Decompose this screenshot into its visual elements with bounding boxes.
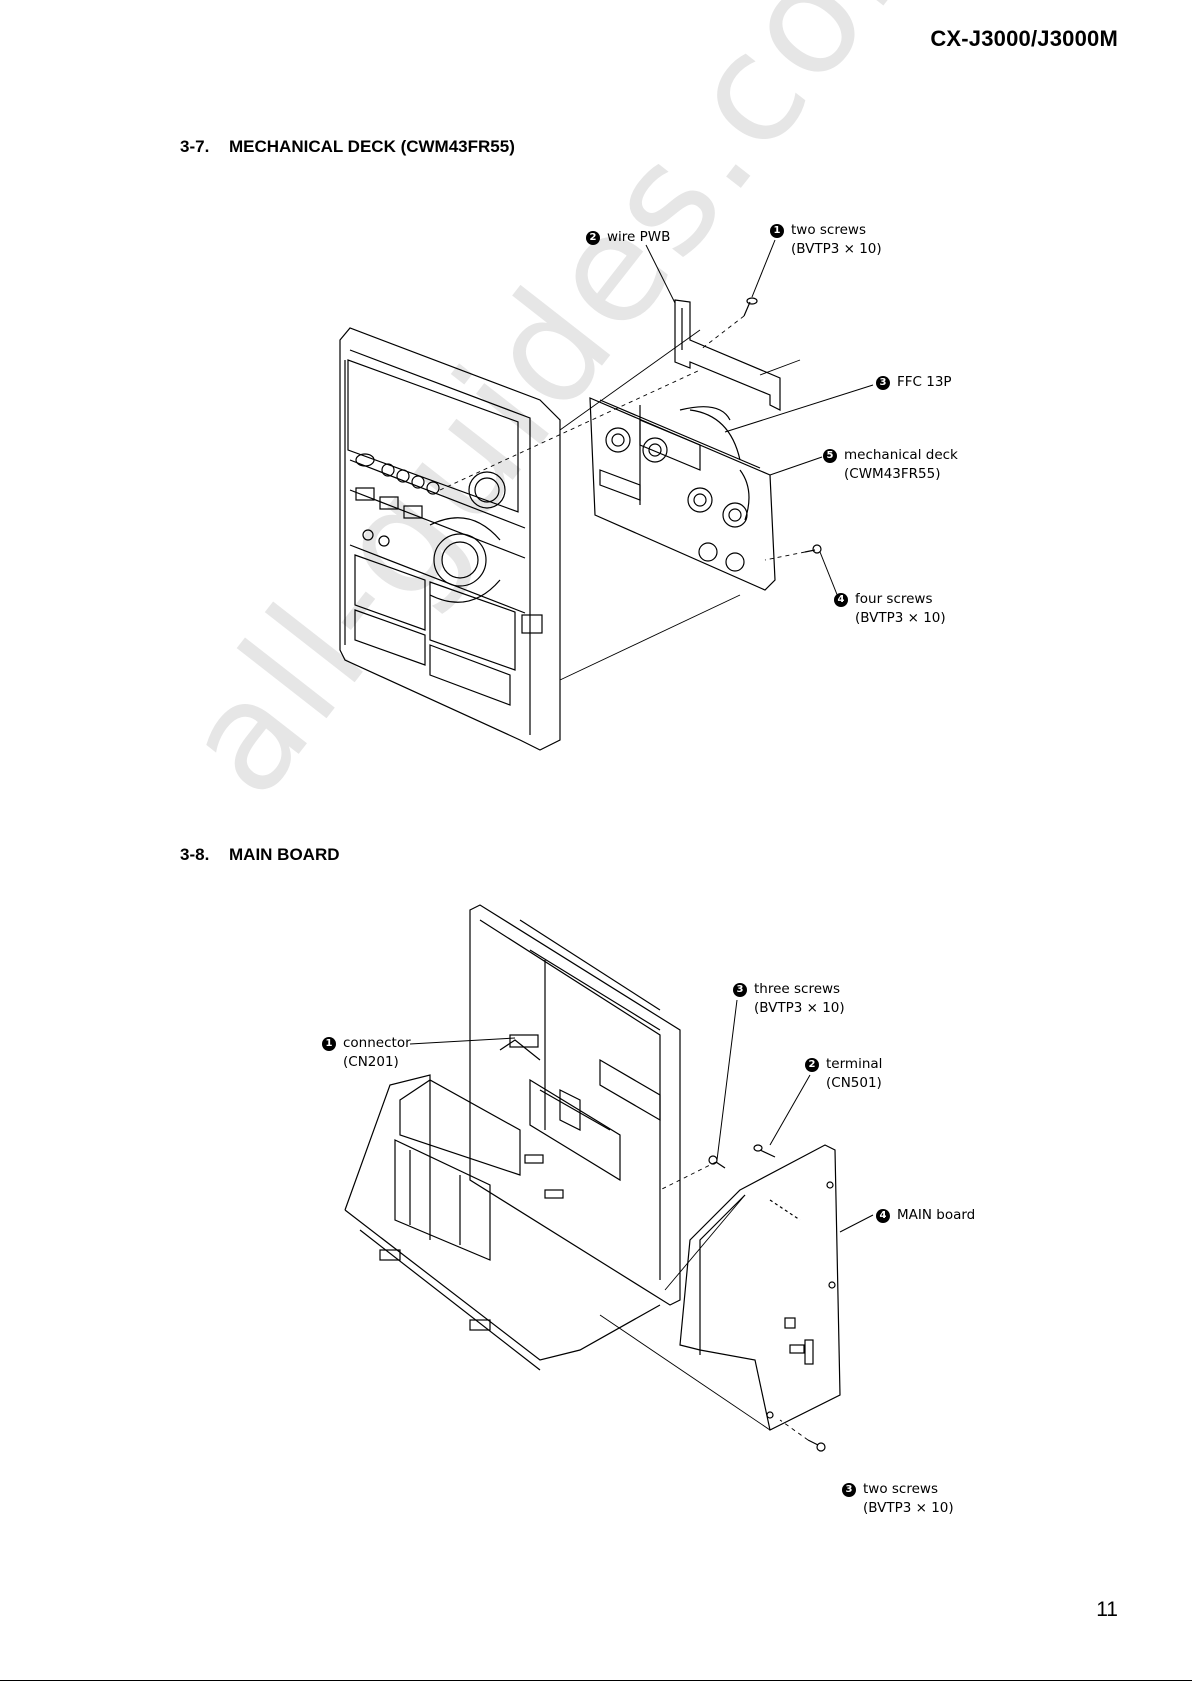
- callout-number: 1: [322, 1037, 336, 1051]
- callout-label: three screws: [754, 981, 840, 997]
- mechanical-deck-drawing: [590, 398, 775, 590]
- callout-label: terminal: [826, 1056, 882, 1072]
- callout-label: two screws: [863, 1481, 938, 1497]
- callout-connector: 1 connector (CN201): [322, 1034, 411, 1072]
- callout-three-screws: 3 three screws (BVTP3 × 10): [733, 980, 845, 1018]
- callout-wire-pwb: 2 wire PWB: [586, 228, 670, 247]
- screw-icon: [744, 298, 757, 316]
- callout-spec: (BVTP3 × 10): [842, 1499, 954, 1518]
- callout-number: 5: [823, 449, 837, 463]
- callout-number: 2: [805, 1058, 819, 1072]
- callout-label: wire PWB: [607, 229, 670, 245]
- callout-label: connector: [343, 1035, 411, 1051]
- callout-spec: (CN201): [322, 1053, 411, 1072]
- callout-spec: (CWM43FR55): [823, 465, 958, 484]
- callout-number: 2: [586, 231, 600, 245]
- bottom-rule: [0, 1680, 1192, 1681]
- screw-icon: [805, 545, 821, 553]
- callout-four-screws: 4 four screws (BVTP3 × 10): [834, 590, 946, 628]
- wire-pwb-drawing: [675, 300, 780, 410]
- callout-spec: (CN501): [805, 1074, 882, 1093]
- main-board-drawing: [680, 1145, 840, 1430]
- front-panel-drawing: [340, 328, 560, 750]
- callout-main-board: 4 MAIN board: [876, 1206, 975, 1225]
- callout-number: 4: [834, 593, 848, 607]
- callout-number: 3: [733, 983, 747, 997]
- callout-label: MAIN board: [897, 1207, 975, 1223]
- callout-number: 3: [842, 1483, 856, 1497]
- callout-spec: (BVTP3 × 10): [733, 999, 845, 1018]
- callout-number: 3: [876, 376, 890, 390]
- callout-spec: (BVTP3 × 10): [834, 609, 946, 628]
- callout-label: four screws: [855, 591, 933, 607]
- page-number: 11: [1096, 1598, 1118, 1622]
- callout-number: 4: [876, 1209, 890, 1223]
- callout-spec: (BVTP3 × 10): [770, 240, 882, 259]
- callout-label: two screws: [791, 222, 866, 238]
- callout-terminal: 2 terminal (CN501): [805, 1055, 882, 1093]
- callout-two-screws-bottom: 3 two screws (BVTP3 × 10): [842, 1480, 954, 1518]
- callout-label: mechanical deck: [844, 447, 958, 463]
- callout-two-screws: 1 two screws (BVTP3 × 10): [770, 221, 882, 259]
- callout-label: FFC 13P: [897, 374, 952, 390]
- callout-ffc: 3 FFC 13P: [876, 373, 952, 392]
- callout-mechanical-deck: 5 mechanical deck (CWM43FR55): [823, 446, 958, 484]
- chassis-drawing: [345, 905, 680, 1370]
- callout-number: 1: [770, 224, 784, 238]
- screw-icon: [808, 1440, 825, 1451]
- terminal-icon: [754, 1145, 775, 1157]
